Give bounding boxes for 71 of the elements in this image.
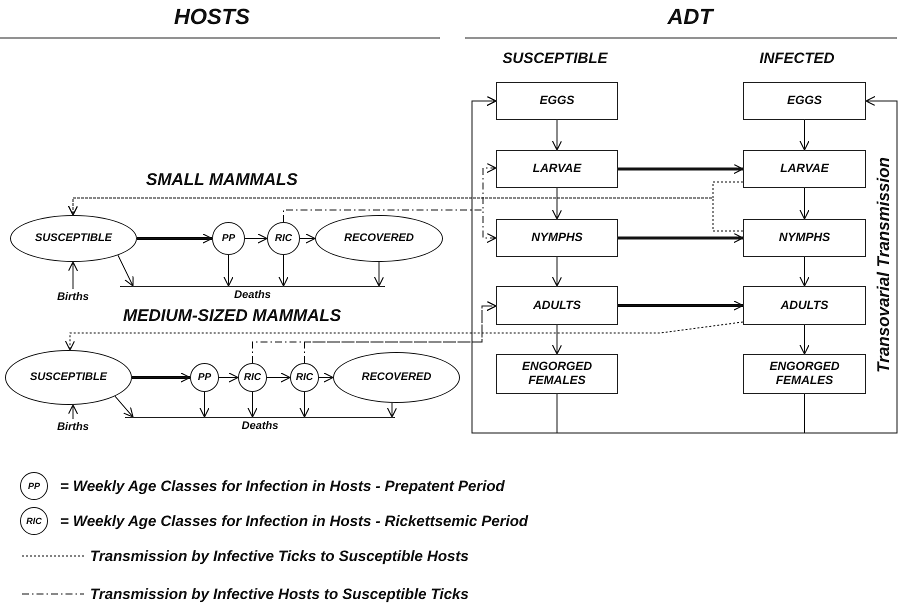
arrow [64, 322, 744, 351]
arrow [114, 396, 134, 418]
column-heading: SUSCEPTIBLE [502, 50, 608, 67]
arrow [137, 233, 213, 244]
ellipse-node: SUSCEPTIBLE [5, 350, 132, 405]
arrow [68, 261, 78, 290]
arrow [132, 372, 191, 383]
stage-box: NYMPHS [496, 219, 618, 257]
arrow [223, 254, 234, 287]
stage-box: ADULTS [743, 286, 866, 325]
section-heading: HOSTS [174, 4, 250, 30]
flow-label: Births [50, 419, 96, 435]
arrow [318, 372, 334, 383]
arrow [199, 392, 210, 418]
arrow [618, 232, 744, 244]
arrow [552, 120, 562, 151]
arrow [552, 324, 562, 355]
arrow [68, 198, 744, 232]
circle-node: RIC [290, 363, 319, 392]
arrow [618, 300, 744, 311]
ellipse-node: SUSCEPTIBLE [10, 215, 137, 262]
flow-label: Births [50, 289, 96, 305]
arrow [218, 372, 239, 383]
arrow [299, 392, 310, 418]
circle-node: PP [212, 222, 245, 255]
circle-node: RIC [238, 363, 267, 392]
arrow [472, 96, 805, 434]
arrow [278, 254, 289, 287]
legend-text: = Weekly Age Classes for Infection in Hosts - Rickettsemic Period [60, 512, 528, 530]
arrow [552, 188, 562, 220]
arrow [618, 164, 744, 174]
arrow [300, 233, 316, 244]
legend-text: = Weekly Age Classes for Infection in Hosts - Prepatent Period [60, 478, 505, 494]
outflow-line: Deaths [125, 417, 395, 437]
stage-box: ENGORGED FEMALES [496, 354, 618, 394]
arrow [374, 262, 384, 287]
legend-text: Transmission by Infective Ticks to Susceptible Hosts [90, 548, 469, 564]
arrow [266, 372, 291, 383]
arrow [799, 120, 810, 151]
legend-symbol: PP [20, 472, 48, 500]
arrow [799, 256, 810, 287]
arrow [804, 96, 898, 434]
stage-box: EGGS [743, 82, 866, 120]
column-heading: INFECTED [760, 50, 834, 67]
stage-box: LARVAE [496, 150, 618, 188]
arrow [799, 188, 810, 220]
arrow [283, 210, 497, 244]
ellipse-node: RECOVERED [315, 215, 443, 262]
stage-box: ADULTS [496, 286, 618, 325]
arrow [386, 402, 398, 418]
circle-node: RIC [267, 222, 300, 255]
arrow [244, 233, 268, 244]
arrow [118, 254, 134, 287]
stage-box: ENGORGED FEMALES [743, 354, 866, 394]
stage-box: LARVAE [743, 150, 866, 188]
arrow [247, 392, 258, 418]
legend-symbol: RIC [20, 507, 48, 535]
arrow [68, 404, 78, 420]
section-heading: ADT [668, 4, 713, 30]
stage-box: NYMPHS [743, 219, 866, 257]
edge-label: Transovarial Transmission [874, 157, 894, 373]
arrow [799, 324, 810, 355]
stage-box: EGGS [496, 82, 618, 120]
group-heading: SMALL MAMMALS [146, 170, 298, 190]
circle-node: PP [190, 363, 219, 392]
arrow [304, 300, 497, 364]
group-heading: MEDIUM-SIZED MAMMALS [123, 306, 342, 326]
legend-text: Transmission by Infective Hosts to Susceptible Ticks [90, 586, 469, 602]
arrow [552, 256, 562, 287]
ellipse-node: RECOVERED [333, 352, 460, 403]
outflow-line: Deaths [120, 286, 385, 306]
